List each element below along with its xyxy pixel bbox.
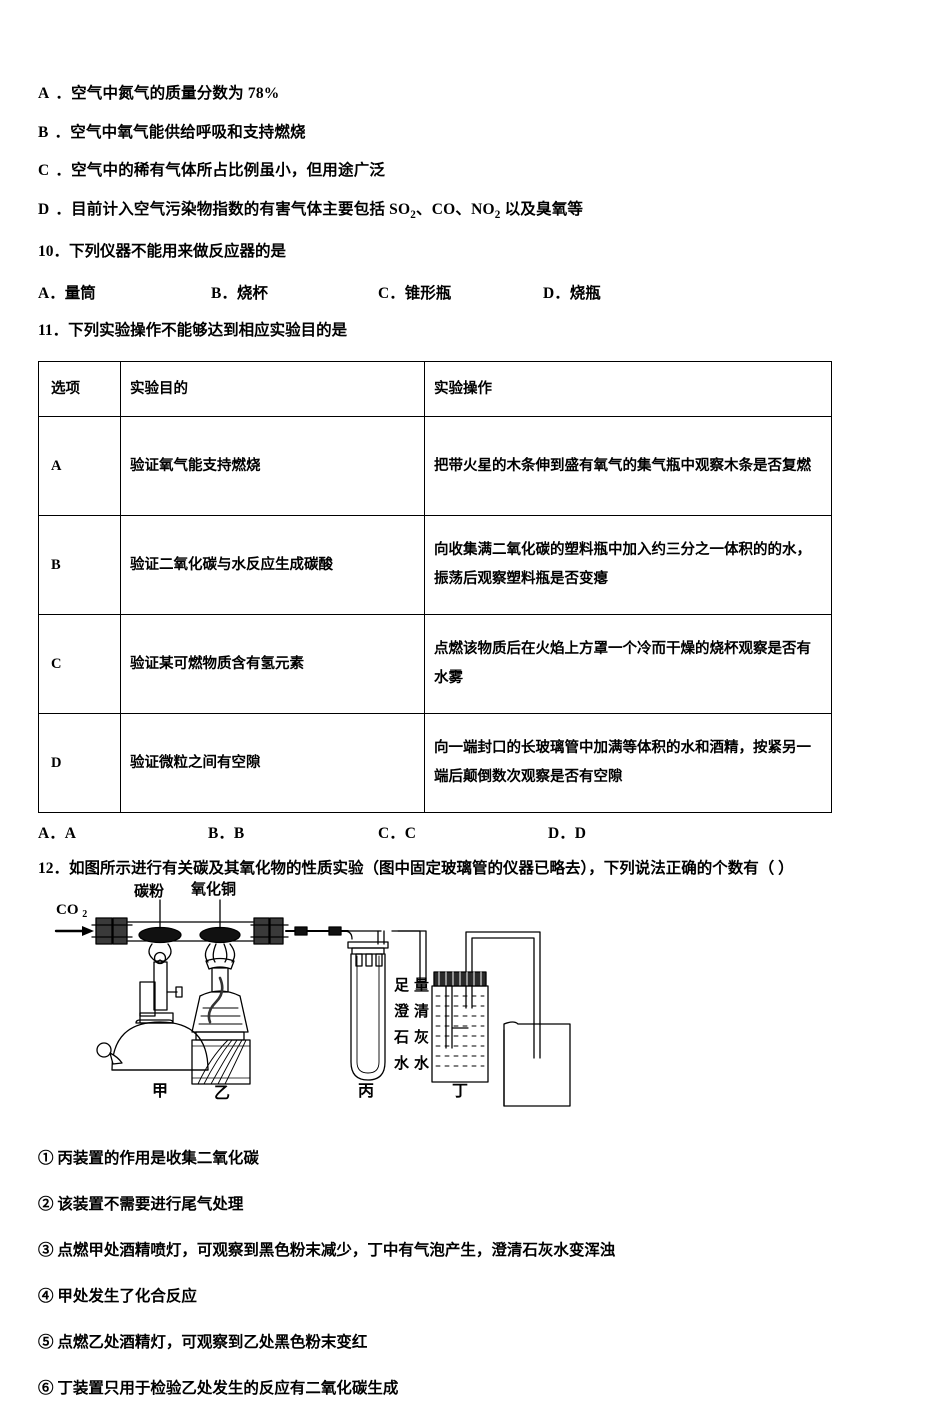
row-c-operation: 点燃该物质后在火焰上方罩一个冷而干燥的烧杯观察是否有水雾 [424,613,832,714]
row-d-operation: 向一端封口的长玻璃管中加满等体积的水和酒精，按紧另一端后颠倒数次观察是否有空隙 [424,712,832,813]
apparatus-label-ding: 丁 [452,1083,468,1100]
table-row: C 验证某可燃物质含有氢元素 点燃该物质后在火焰上方罩一个冷而干燥的烧杯观察是否… [38,613,832,714]
experiment-table: 选项 实验目的 实验操作 A 验证氧气能支持燃烧 把带火星的木条伸到盛有氧气的集… [38,360,832,813]
q12-statement-1: ① 丙装置的作用是收集二氧化碳 [38,1150,259,1168]
q11-answers: A．A B．B C．C D．D [38,821,918,842]
row-a-operation: 把带火星的木条伸到盛有氧气的集气瓶中观察木条是否复燃 [424,415,832,516]
row-c-option: C [38,613,121,714]
limewater-label-col1: 足 澄 石 水 [393,977,413,1072]
experiment-diagram: CO 2 [48,882,648,1128]
row-d-goal: 验证微粒之间有空隙 [120,712,425,813]
q11-answer-c[interactable]: C．C [378,824,416,842]
q9-option-b-text: 空气中氧气能供给呼吸和支持燃烧 [70,123,306,141]
document-page: A．空气中氮气的质量分数为 78% B．空气中氧气能供给呼吸和支持燃烧 C．空气… [38,86,832,1397]
co2-inlet-label: CO 2 [56,902,87,920]
q9-option-c-label: C [38,162,50,179]
row-a-goal: 验证氧气能支持燃烧 [120,415,425,516]
carbon-powder-label: 碳粉 [134,898,164,900]
page-content: A．空气中氮气的质量分数为 78% B．空气中氧气能供给呼吸和支持燃烧 C．空气… [38,86,918,1422]
apparatus-label-jia: 甲 [152,1082,168,1100]
q9-option-a: A．空气中氮气的质量分数为 78% [38,85,280,102]
q10-options: A．量筒 B．烧杯 C．锥形瓶 D．烧瓶 [38,281,918,303]
q9-option-d: D．目前计入空气污染物指数的有害气体主要包括 SO2、CO、NO2 以及臭氧等 [38,200,584,221]
no2-subscript: 2 [494,208,501,221]
table-row: D 验证微粒之间有空隙 向一端封口的长玻璃管中加满等体积的水和酒精，按紧另一端后… [38,712,832,813]
q9-option-d-label: D [38,200,50,218]
q11-stem: 11．下列实验操作不能够达到相应实验目的是 [38,322,348,340]
carbon-powder-label-text: 碳粉 [134,884,165,901]
q10-stem: 10．下列仪器不能用来做反应器的是 [38,242,287,260]
copper-oxide-label-text: 氧化铜 [191,882,237,899]
q12-statement-2: ② 该装置不需要进行尾气处理 [38,1196,244,1214]
q11-answer-d[interactable]: D．D [548,824,586,842]
q11-answer-a[interactable]: A．A [38,824,76,842]
q12-statement-4: ④ 甲处发生了化合反应 [38,1288,197,1306]
q9-option-b-label: B [38,123,49,141]
q12-stem: 12．如图所示进行有关碳及其氧化物的性质实验（图中固定玻璃管的仪器已略去），下列… [38,859,794,877]
row-b-option: B [38,514,121,615]
q10-option-d[interactable]: D．烧瓶 [543,285,601,303]
table-row: B 验证二氧化碳与水反应生成碳酸 向收集满二氧化碳的塑料瓶中加入约三分之一体积的… [38,514,832,615]
q9-option-a-label: A [38,85,50,102]
q9-option-a-text: 空气中氮气的质量分数为 78% [71,85,280,102]
header-operation: 实验操作 [424,360,832,417]
q9-option-b: B．空气中氧气能供给呼吸和支持燃烧 [38,123,306,141]
q12-statement-3: ③ 点燃甲处酒精喷灯，可观察到黑色粉末减少，丁中有气泡产生，澄清石灰水变浑浊 [38,1242,616,1260]
table-header-row: 选项 实验目的 实验操作 [38,360,832,417]
limewater-label-col2: 量 清 灰 水 [414,977,433,1072]
q11-answer-b[interactable]: B．B [208,824,245,842]
apparatus-svg: CO 2 [54,898,571,1107]
q10-option-c[interactable]: C．锥形瓶 [378,285,452,303]
so2-subscript: 2 [410,208,417,221]
apparatus-label-bing: 丙 [358,1082,374,1100]
flow-arrow-icon [82,926,94,937]
row-b-operation: 向收集满二氧化碳的塑料瓶中加入约三分之一体积的的水，振荡后观察塑料瓶是否变瘪 [424,514,832,615]
header-option: 选项 [38,360,121,417]
table-row: A 验证氧气能支持燃烧 把带火星的木条伸到盛有氧气的集气瓶中观察木条是否复燃 [38,415,832,516]
q9-option-c-text: 空气中的稀有气体所占比例虽小，但用途广泛 [71,162,386,179]
q10-option-b[interactable]: B．烧杯 [211,285,268,303]
row-a-option: A [38,415,121,516]
row-b-goal: 验证二氧化碳与水反应生成碳酸 [120,514,425,615]
apparatus-label-yi: 乙 [214,1085,230,1102]
row-c-goal: 验证某可燃物质含有氢元素 [120,613,425,714]
row-d-option: D [38,712,121,813]
q12-statement-5: ⑤ 点燃乙处酒精灯，可观察到乙处黑色粉末变红 [38,1334,368,1352]
q10-option-a[interactable]: A．量筒 [38,285,96,303]
q12-statement-6: ⑥ 丁装置只用于检验乙处发生的反应有二氧化碳生成 [38,1380,399,1398]
header-goal: 实验目的 [120,360,425,417]
q9-option-c: C．空气中的稀有气体所占比例虽小，但用途广泛 [38,162,386,179]
